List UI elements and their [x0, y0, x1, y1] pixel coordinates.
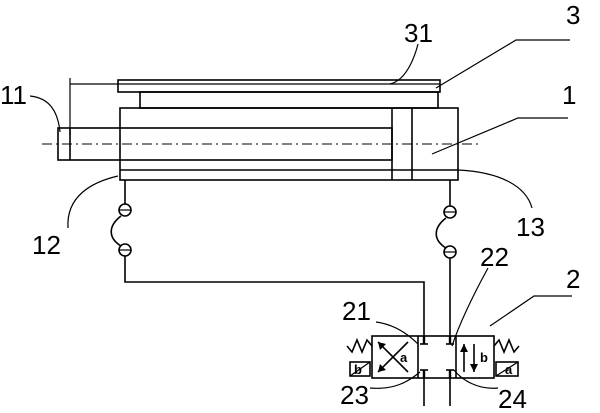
valve-left-actuator	[346, 337, 373, 377]
piston-rod	[42, 127, 482, 161]
label-cylinder-port-right: 13	[516, 212, 545, 242]
right-hose-coupling	[435, 180, 457, 259]
top-plate	[69, 78, 441, 135]
cylinder	[119, 107, 459, 181]
label-cylinder: 1	[562, 80, 576, 110]
label-port-21: 21	[342, 296, 371, 326]
label-rod: 11	[0, 80, 27, 110]
hydraulic-lines	[124, 256, 451, 406]
label-port-24: 24	[498, 384, 527, 413]
label-plate: 3	[566, 0, 580, 30]
label-valve: 2	[566, 264, 580, 294]
label-cylinder-port-left: 12	[32, 230, 61, 260]
label-port-22: 22	[480, 242, 509, 272]
label-plate-part: 31	[404, 18, 433, 48]
directional-valve	[371, 335, 495, 379]
leader-lines	[29, 39, 572, 389]
valve-right-actuator	[493, 337, 520, 377]
valve-symbol-a-left: a	[400, 350, 408, 365]
valve-symbol-b-left: b	[354, 362, 362, 377]
left-hose-coupling	[110, 180, 132, 257]
valve-symbol-b-right: b	[480, 350, 488, 365]
label-port-23: 23	[340, 380, 369, 410]
valve-symbol-a-right: a	[505, 362, 513, 377]
